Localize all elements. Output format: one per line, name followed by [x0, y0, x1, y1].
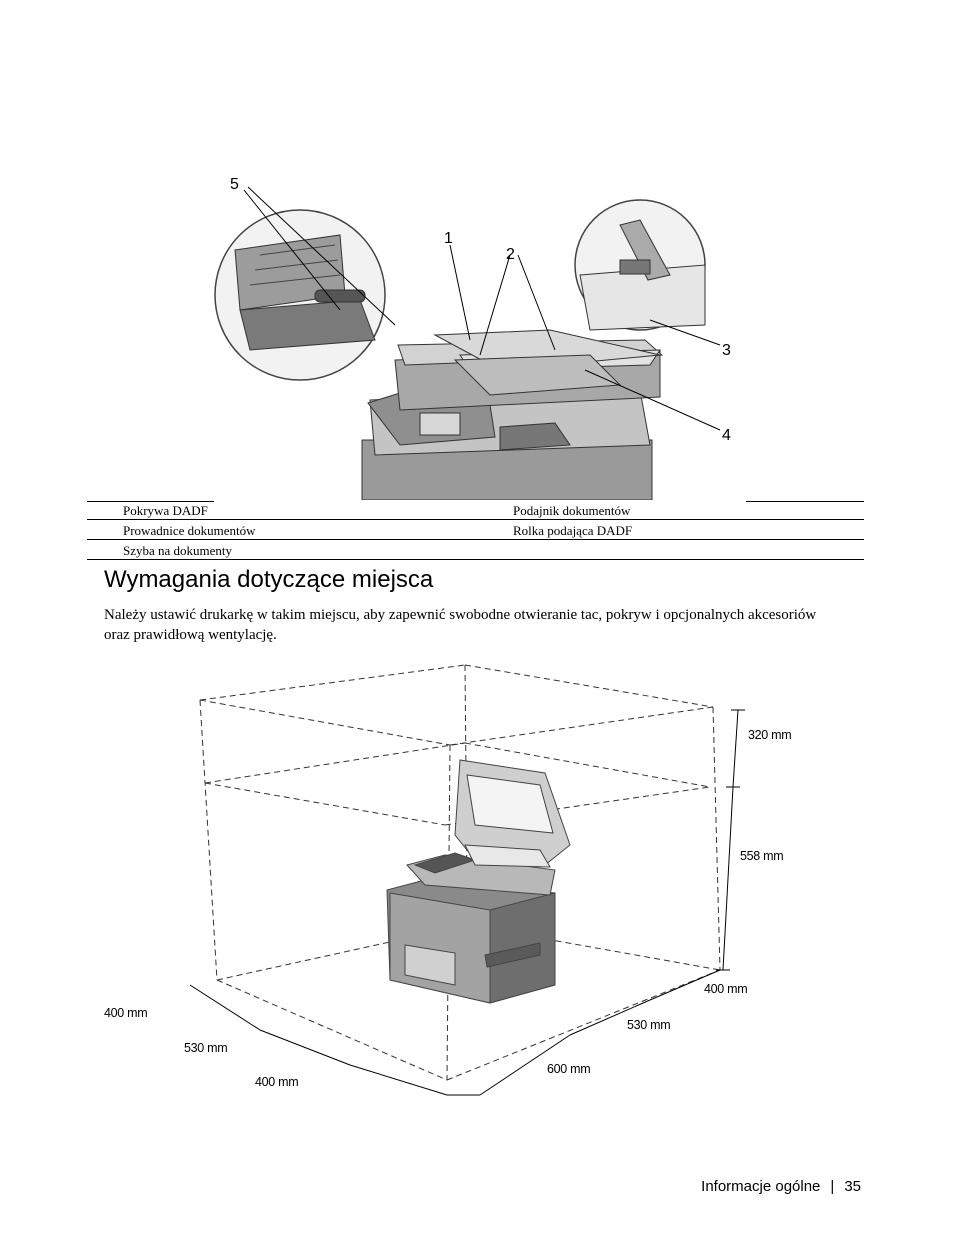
section-body: Należy ustawić drukarkę w takim miejscu,… [104, 607, 817, 643]
callout-3: 3 [722, 342, 731, 359]
zoom-circle-guides [574, 199, 706, 331]
section-title: Wymagania dotyczące miejsca [104, 566, 434, 593]
table-cell: Szyba na dokumenty [123, 543, 233, 558]
dim-label-front-left: 400 mm [255, 1075, 299, 1089]
dim-label-top: 320 mm [748, 728, 792, 742]
footer-section: Informacje ogólne [701, 1178, 821, 1195]
table-row: Prowadnice dokumentów Rolka podająca DAD… [87, 520, 864, 540]
callout-4: 4 [722, 427, 731, 444]
page-footer: Informacje ogólne | 35 [701, 1178, 861, 1195]
printer-drawing [361, 329, 664, 500]
table-cell: Podajnik dokumentów [513, 503, 631, 518]
callout-2: 2 [506, 246, 515, 263]
footer-separator: | [830, 1178, 835, 1195]
clearance-drawing [189, 664, 745, 1096]
table-cell: Rolka podająca DADF [513, 523, 633, 538]
callout-5: 5 [230, 176, 239, 193]
page-number: 35 [844, 1178, 861, 1195]
table-top-rule-right [746, 501, 864, 502]
dim-label-right-side: 400 mm [704, 982, 748, 996]
dim-label-front-width: 600 mm [547, 1062, 591, 1076]
parts-table: Pokrywa DADF Podajnik dokumentów Prowadn… [87, 500, 864, 560]
table-row: Pokrywa DADF Podajnik dokumentów [87, 500, 864, 520]
table-cell: Prowadnice dokumentów [123, 523, 256, 538]
dim-label-left-side: 400 mm [104, 1006, 148, 1020]
table-row: Szyba na dokumenty [87, 540, 864, 560]
zoom-circle-roller [214, 209, 386, 381]
dim-label-height: 558 mm [740, 849, 784, 863]
printer-parts-illustration: 5 1 2 3 4 [214, 176, 731, 500]
printer-drawing [386, 759, 571, 1004]
clearance-figure: 320 mm 558 mm 400 mm 530 mm 600 mm 400 m… [95, 655, 815, 1105]
dim-label-left-depth: 530 mm [184, 1041, 228, 1055]
dim-label-right-depth: 530 mm [627, 1018, 671, 1032]
callout-1: 1 [444, 230, 453, 247]
table-cell: Pokrywa DADF [123, 503, 208, 518]
table-top-rule-left [87, 501, 214, 502]
